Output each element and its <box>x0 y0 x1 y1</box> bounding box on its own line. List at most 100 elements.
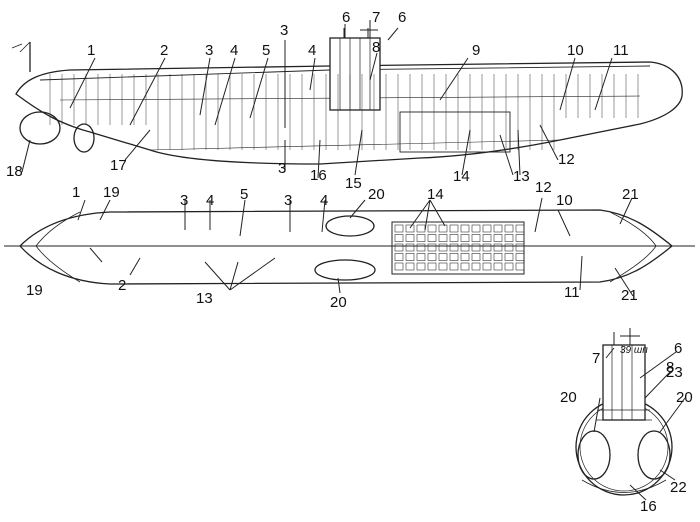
battery-cell <box>416 234 426 242</box>
battery-cell <box>427 262 437 271</box>
plan-callout-12: 12 <box>535 179 552 196</box>
battery-cell <box>471 253 481 261</box>
section-callout-23: 23 <box>666 364 683 381</box>
battery-cell <box>482 224 492 233</box>
battery-cell <box>504 224 514 233</box>
battery-cell <box>394 234 404 242</box>
section-tank-left <box>577 430 611 480</box>
side-callout-9: 9 <box>472 42 480 59</box>
battery-cell <box>482 262 492 271</box>
plan-callout-5: 5 <box>240 186 248 203</box>
battery-cell <box>460 224 470 233</box>
battery-cell <box>515 253 525 261</box>
battery-cell <box>493 253 503 261</box>
plan-view <box>4 209 695 285</box>
battery-cell <box>515 262 525 271</box>
battery-cell <box>438 262 448 271</box>
side-callout-15: 15 <box>345 175 362 192</box>
battery-cell <box>460 262 470 271</box>
section-view <box>575 328 673 496</box>
side-leaders <box>21 27 613 179</box>
side-callout-2: 2 <box>160 42 168 59</box>
section-tank-right <box>637 430 671 480</box>
keel-line <box>149 139 561 151</box>
section-callout-8: 8 <box>666 359 674 376</box>
battery-cell <box>405 253 415 261</box>
battery-cell <box>504 234 514 242</box>
section-callout-20: 20 <box>560 389 577 406</box>
section-leaders <box>593 347 686 501</box>
plan-callout-11: 11 <box>564 284 580 301</box>
battery-cell <box>449 224 459 233</box>
section-deck <box>596 409 652 421</box>
plan-callout-21b: 21 <box>621 287 638 304</box>
side-callout-10: 10 <box>567 42 584 59</box>
section-bilge <box>581 479 667 493</box>
battery-cell <box>504 262 514 271</box>
battery-cell <box>504 243 514 252</box>
rudder <box>73 123 95 153</box>
battery-cell <box>482 253 492 261</box>
flag-icon <box>11 41 31 53</box>
battery-cell <box>493 234 503 242</box>
section-frame-note: 39 шп <box>620 345 648 356</box>
battery-cell <box>482 243 492 252</box>
battery-cell <box>427 243 437 252</box>
battery-cell <box>449 253 459 261</box>
battery-cell <box>482 234 492 242</box>
battery-cell <box>394 243 404 252</box>
side-callout-17: 17 <box>110 157 127 174</box>
battery-cell <box>416 253 426 261</box>
section-tower-frames <box>611 345 633 420</box>
battery-cell <box>427 253 437 261</box>
battery-cell <box>416 262 426 271</box>
battery-cell <box>438 234 448 242</box>
stern-compartment <box>35 211 81 283</box>
battery-cell <box>394 224 404 233</box>
side-callout-1: 1 <box>87 42 95 59</box>
plan-callout-3b: 3 <box>284 192 292 209</box>
battery-cell <box>405 224 415 233</box>
section-callout-16: 16 <box>640 498 657 515</box>
plan-callout-1: 1 <box>72 184 80 201</box>
side-callout-3b: 3 <box>280 22 288 39</box>
battery-cell <box>438 224 448 233</box>
battery-cell <box>394 262 404 271</box>
battery-cell <box>405 243 415 252</box>
battery-cell <box>515 234 525 242</box>
section-periscopes <box>613 328 640 345</box>
battery-cell <box>515 224 525 233</box>
battery-cell <box>438 253 448 261</box>
side-callout-14: 14 <box>453 168 470 185</box>
battery-cell <box>449 234 459 242</box>
battery-cell <box>449 243 459 252</box>
battery-cell <box>493 243 503 252</box>
side-callout-12: 12 <box>558 151 575 168</box>
battery-cell <box>405 234 415 242</box>
section-conning-tower <box>602 344 646 421</box>
battery-cell <box>394 253 404 261</box>
section-callouts: 39 шп 7 6 8 23 20 20 22 16 <box>560 340 693 515</box>
battery-cell <box>471 234 481 242</box>
battery-cells <box>394 224 525 271</box>
plan-callout-13: 13 <box>196 290 213 307</box>
section-callout-7: 7 <box>592 350 600 367</box>
battery-cell <box>493 262 503 271</box>
side-callout-13: 13 <box>513 168 530 185</box>
periscopes <box>344 20 378 38</box>
battery-cell <box>438 243 448 252</box>
side-callout-5: 5 <box>262 42 270 59</box>
battery-cell <box>427 234 437 242</box>
side-callout-8: 8 <box>372 39 380 56</box>
section-callout-20b: 20 <box>676 389 693 406</box>
battery-cell <box>471 262 481 271</box>
battery-cell <box>416 224 426 233</box>
battery-cell <box>427 224 437 233</box>
section-callout-6: 6 <box>674 340 682 357</box>
plan-callout-10: 10 <box>556 192 573 209</box>
side-callouts: 1 2 3 4 5 3 4 6 7 6 8 9 10 11 12 13 14 1… <box>6 9 629 192</box>
battery-cell <box>416 243 426 252</box>
plan-callout-14: 14 <box>427 186 444 203</box>
plan-leaders <box>77 197 634 297</box>
